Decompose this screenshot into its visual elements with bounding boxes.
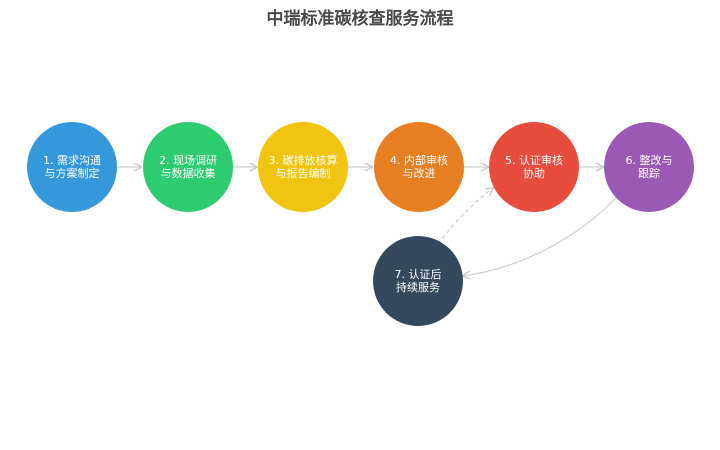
step-3-node[interactable]: 3. 碳排放核算与报告编制 [258, 122, 348, 212]
step-5-label-line2: 协助 [523, 167, 545, 180]
step-7-node[interactable]: 7. 认证后持续服务 [373, 236, 463, 326]
diagram-title: 中瑞标准碳核查服务流程 [266, 9, 454, 29]
step-4-node[interactable]: 4. 内部审核与改进 [374, 122, 464, 212]
step-4-label-line2: 与改进 [402, 167, 436, 180]
step-6-label-line1: 6. 整改与 [625, 154, 673, 167]
edge-6-7 [463, 196, 618, 276]
step-7-label-line1: 7. 认证后 [394, 268, 442, 281]
edge-7-5 [437, 188, 493, 245]
step-1-node[interactable]: 1. 需求沟通与方案制定 [27, 122, 117, 212]
step-2-label-line2: 与数据收集 [160, 167, 216, 180]
step-2-node[interactable]: 2. 现场调研与数据收集 [143, 122, 233, 212]
step-5-node[interactable]: 5. 认证审核协助 [489, 122, 579, 212]
step-5-label-line1: 5. 认证审核 [505, 154, 563, 167]
step-1-label-line2: 与方案制定 [44, 167, 100, 180]
step-3-label-line2: 与报告编制 [275, 167, 331, 180]
step-1-label-line1: 1. 需求沟通 [43, 154, 101, 167]
step-3-label-line1: 3. 碳排放核算 [268, 154, 338, 167]
step-2-label-line1: 2. 现场调研 [159, 154, 217, 167]
step-6-node[interactable]: 6. 整改与跟踪 [604, 122, 694, 212]
step-6-label-line2: 跟踪 [638, 167, 660, 180]
step-7-label-line2: 持续服务 [396, 281, 440, 294]
step-4-label-line1: 4. 内部审核 [390, 154, 448, 167]
